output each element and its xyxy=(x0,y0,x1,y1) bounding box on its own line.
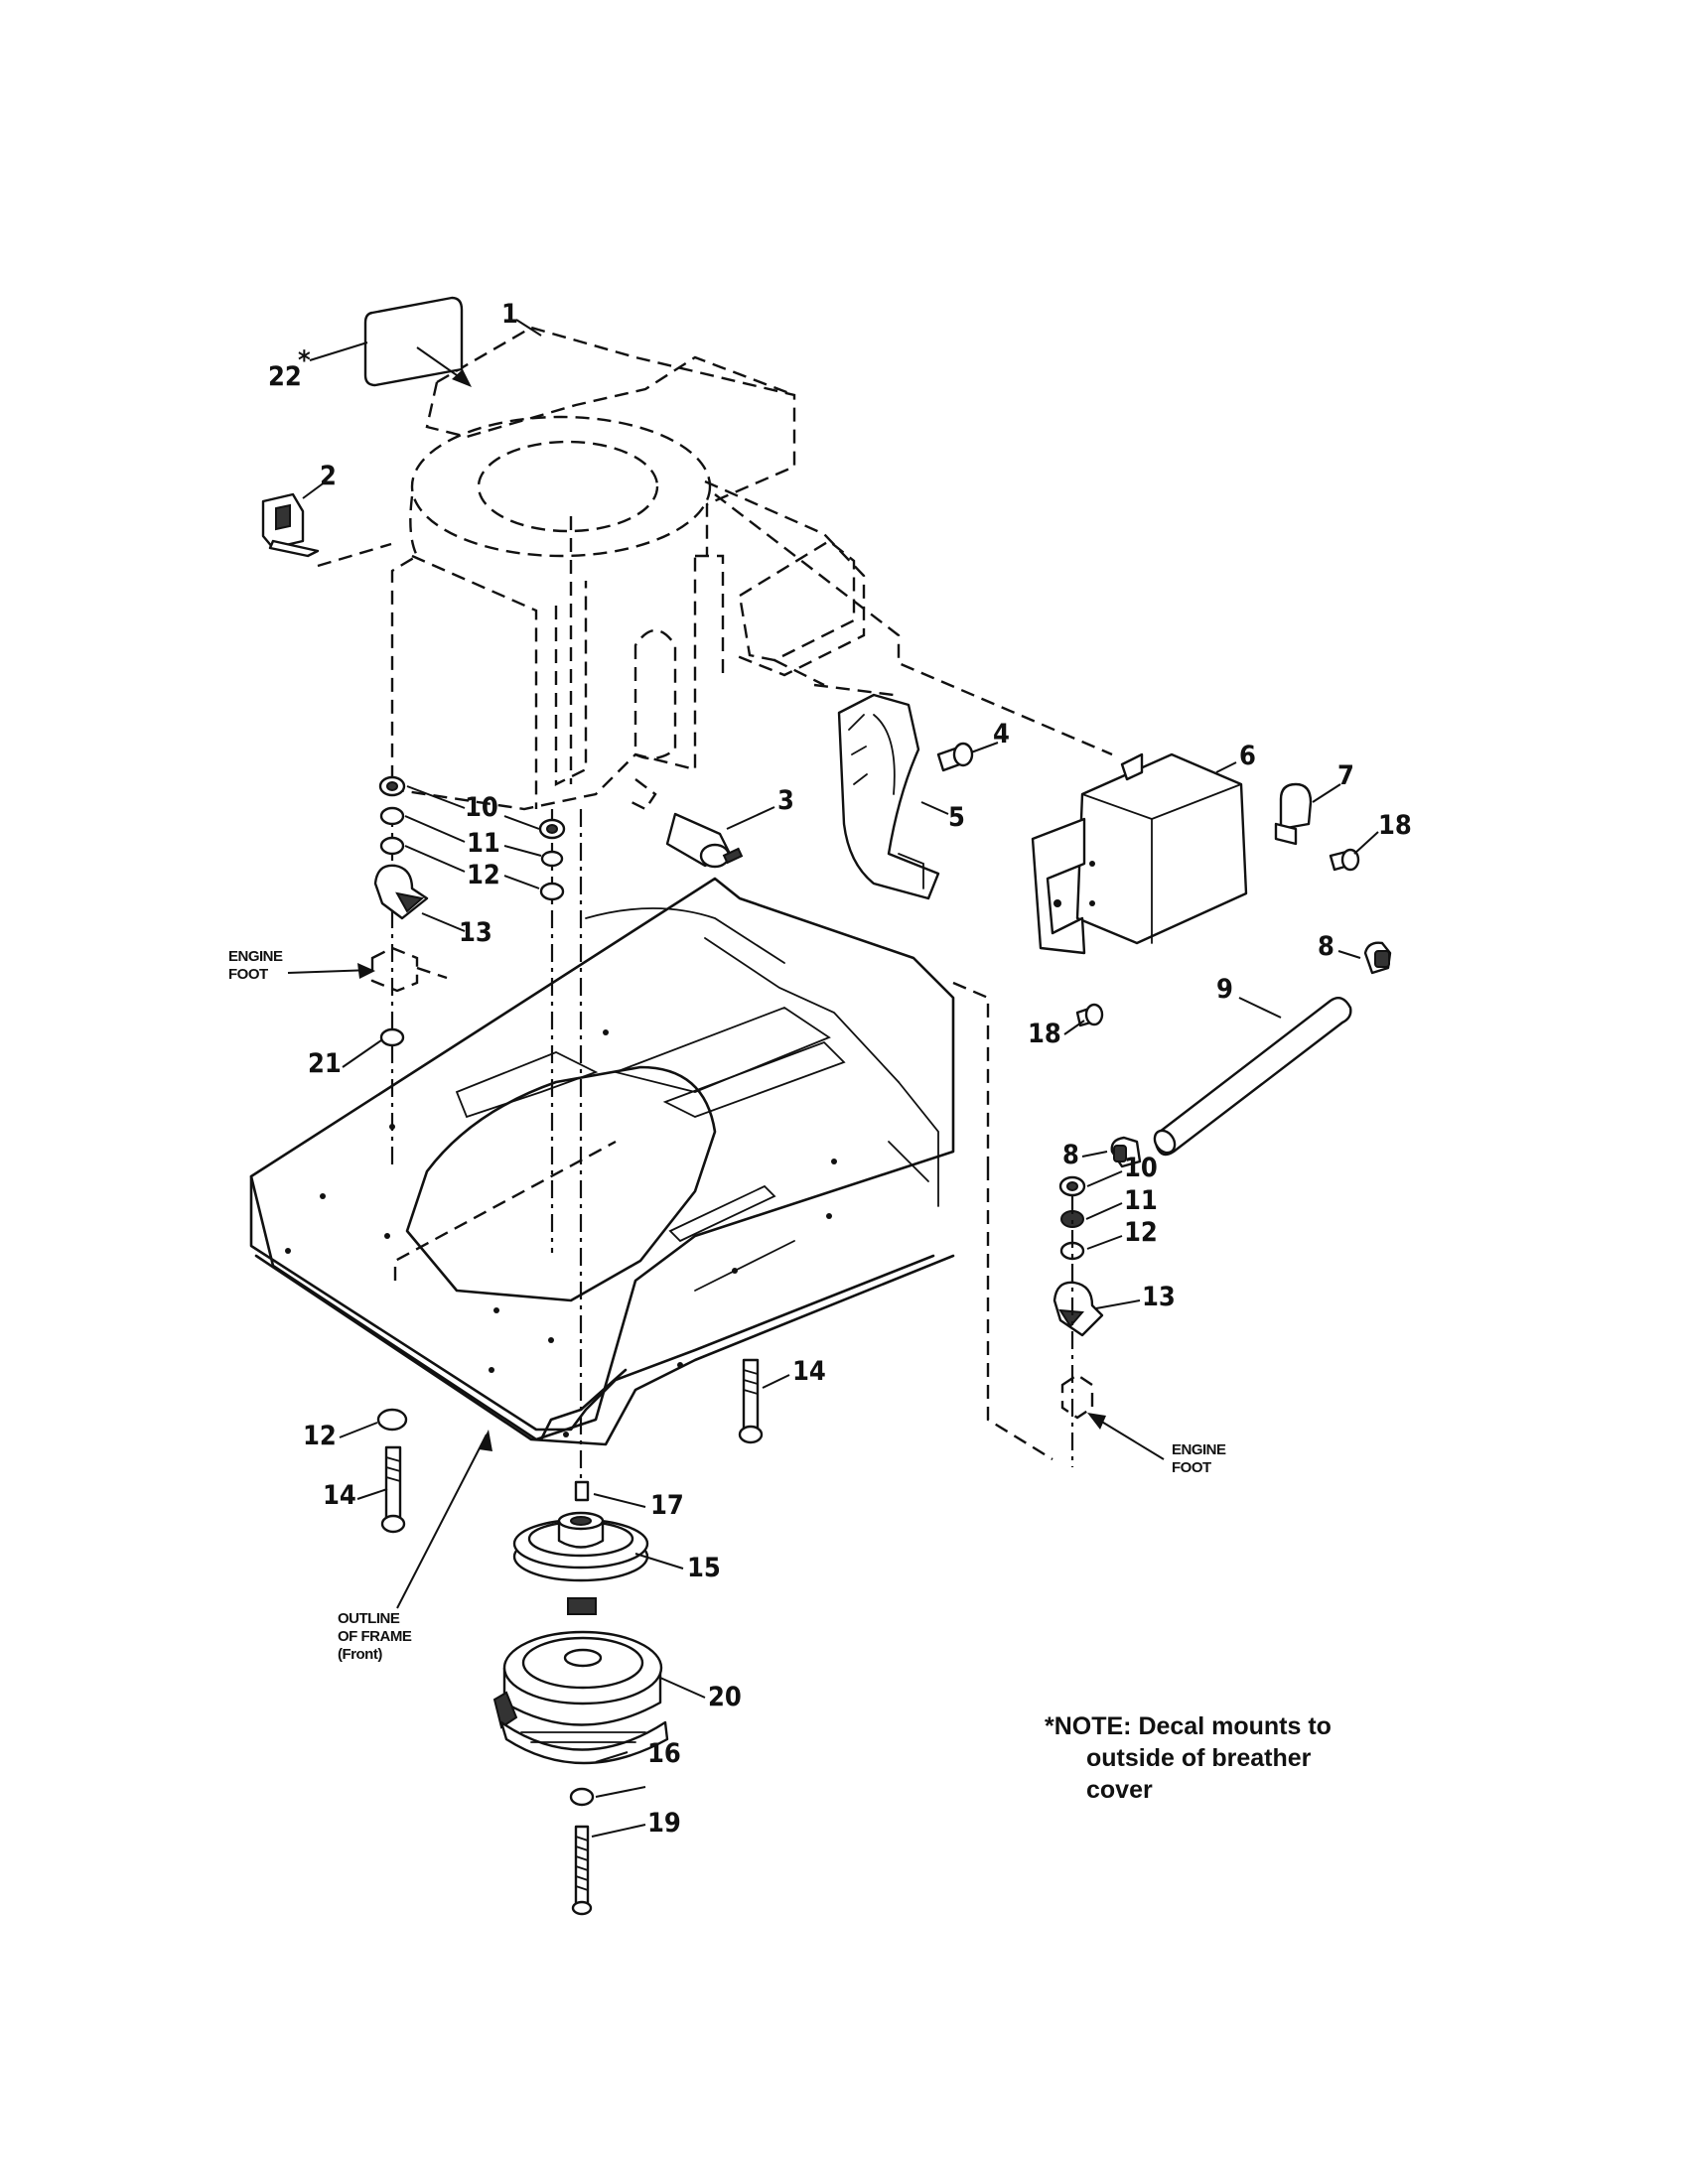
callout-12-left: 12 xyxy=(467,860,500,890)
engine-foot-right-arrowhead xyxy=(1087,1413,1106,1430)
engine-foot-right-label-2: FOOT xyxy=(1172,1459,1211,1476)
callout-14-right: 14 xyxy=(792,1356,826,1387)
hose-clamp-part-8-bottom xyxy=(1110,1136,1142,1168)
engine-foot-right-label-1: ENGINE xyxy=(1172,1441,1226,1458)
outline-frame-label-2: OF FRAME xyxy=(338,1628,412,1645)
screw-part-18-right xyxy=(1329,848,1360,872)
screw-part-18-left xyxy=(1075,1003,1104,1027)
callout-18-left: 18 xyxy=(1028,1019,1061,1049)
middle-hardware-stack xyxy=(538,818,566,901)
callout-5: 5 xyxy=(948,802,965,833)
descriptive-labels: ENGINE FOOT ENGINE FOOT OUTLINE OF FRAME… xyxy=(228,948,1227,1663)
clamp-part-7 xyxy=(1274,782,1313,846)
clip-part-2 xyxy=(261,492,320,558)
engine-foot-left xyxy=(370,946,448,993)
callout-15: 15 xyxy=(687,1553,721,1583)
callout-12-right: 12 xyxy=(1124,1217,1158,1248)
callout-21: 21 xyxy=(308,1048,342,1079)
hose-part-9 xyxy=(1153,997,1352,1157)
callout-10-left: 10 xyxy=(465,792,498,823)
callout-22: 22 xyxy=(268,361,302,392)
callout-17: 17 xyxy=(650,1490,684,1521)
callout-8-bottom: 8 xyxy=(1062,1140,1079,1170)
hose-clamp-part-8-top xyxy=(1363,941,1392,975)
engine-foot-left-arrowhead xyxy=(357,963,375,979)
decal-part-22 xyxy=(363,296,464,387)
right-hardware-stack xyxy=(1052,1175,1104,1467)
callout-7: 7 xyxy=(1337,760,1354,791)
callout-22-asterisk: * xyxy=(298,345,311,376)
callout-6: 6 xyxy=(1239,741,1256,771)
callout-13-right: 13 xyxy=(1142,1282,1176,1312)
callout-10-right: 10 xyxy=(1124,1153,1158,1183)
washer-part-16 xyxy=(569,1787,595,1807)
baffle-part-5 xyxy=(837,693,940,900)
muffler-part-6 xyxy=(1031,752,1248,955)
callout-11-right: 11 xyxy=(1124,1185,1158,1216)
frame-dashed-edge-3 xyxy=(393,1140,617,1281)
washer-part-12-lower xyxy=(376,1408,408,1432)
frame xyxy=(249,877,955,1446)
callout-2: 2 xyxy=(320,461,337,491)
callout-4: 4 xyxy=(993,719,1010,750)
note-line-1: *NOTE: Decal mounts to xyxy=(1045,1712,1332,1740)
engine-foot-left-label-2: FOOT xyxy=(228,966,268,983)
callout-16: 16 xyxy=(647,1738,681,1769)
washer-part-21 xyxy=(379,1027,405,1047)
note-line-3: cover xyxy=(1086,1776,1153,1804)
callout-14-left: 14 xyxy=(323,1480,356,1511)
outline-frame-label-3: (Front) xyxy=(338,1646,382,1663)
callout-numbers: 1 22 * 2 3 4 5 6 7 18 8 9 18 8 10 11 12 … xyxy=(268,299,1412,1839)
callout-leaders xyxy=(287,319,1379,1838)
engine-leader-lines xyxy=(317,493,1113,1479)
decal-arrow-head xyxy=(452,369,472,387)
callout-12-lower: 12 xyxy=(303,1421,337,1451)
clutch-part-20 xyxy=(492,1597,669,1765)
callout-18-right: 18 xyxy=(1378,810,1412,841)
bolt-part-14-left xyxy=(380,1445,406,1534)
callout-1: 1 xyxy=(501,299,518,330)
decal-note: *NOTE: Decal mounts to outside of breath… xyxy=(1045,1710,1332,1806)
callout-3: 3 xyxy=(777,785,794,816)
screw-part-4 xyxy=(936,742,974,772)
frame-dashed-edge-2 xyxy=(952,981,990,1166)
frame-dashed-edge xyxy=(986,1166,1053,1461)
pulley-part-15 xyxy=(512,1511,649,1582)
bolt-part-14-right xyxy=(738,1358,764,1444)
callout-9: 9 xyxy=(1216,974,1233,1005)
key-part-17 xyxy=(574,1480,590,1502)
callout-13-left: 13 xyxy=(459,917,492,948)
engine-foot-left-label-1: ENGINE xyxy=(228,948,283,965)
note-line-2: outside of breather xyxy=(1086,1744,1312,1772)
left-hardware-stack xyxy=(373,775,429,920)
outline-frame-label-1: OUTLINE xyxy=(338,1610,400,1627)
callout-8-top: 8 xyxy=(1318,931,1334,962)
outline-frame-arrowhead xyxy=(479,1430,492,1451)
callout-20: 20 xyxy=(708,1682,742,1712)
bolt-part-19 xyxy=(571,1825,593,1916)
engine-outline xyxy=(390,326,866,811)
callout-19: 19 xyxy=(647,1808,681,1839)
sensor-part-3 xyxy=(665,812,744,869)
callout-11-left: 11 xyxy=(467,828,500,859)
